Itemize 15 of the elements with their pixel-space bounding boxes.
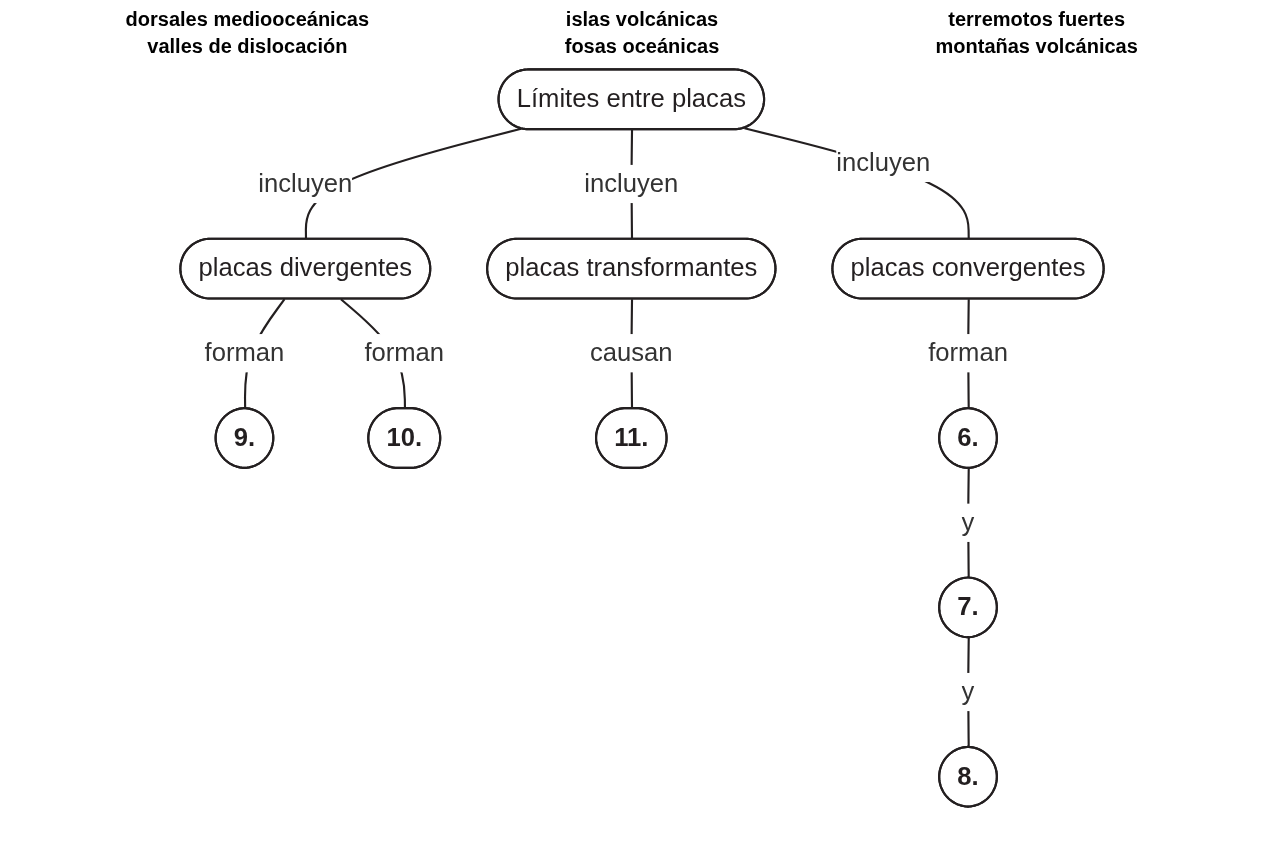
word-bank-term: fosas oceánicas — [564, 35, 720, 58]
word-bank-term: valles de dislocación — [147, 35, 348, 58]
edge-label: causan — [590, 338, 673, 367]
edge-label: incluyen — [836, 147, 931, 177]
edge-label: forman — [364, 338, 445, 367]
edge-label: y — [961, 677, 975, 706]
edge-label: incluyen — [584, 169, 679, 198]
edge-label: incluyen — [258, 169, 353, 198]
word-bank-term: dorsales mediooceánicas — [125, 8, 370, 31]
edge-label: forman — [928, 338, 1008, 367]
word-bank-term: terremotos fuertes — [948, 8, 1125, 31]
edge-label: forman — [204, 338, 285, 367]
word-bank-term: islas volcánicas — [565, 8, 719, 31]
word-bank-term: montañas volcánicas — [935, 35, 1138, 58]
edge-label: y — [961, 507, 975, 537]
